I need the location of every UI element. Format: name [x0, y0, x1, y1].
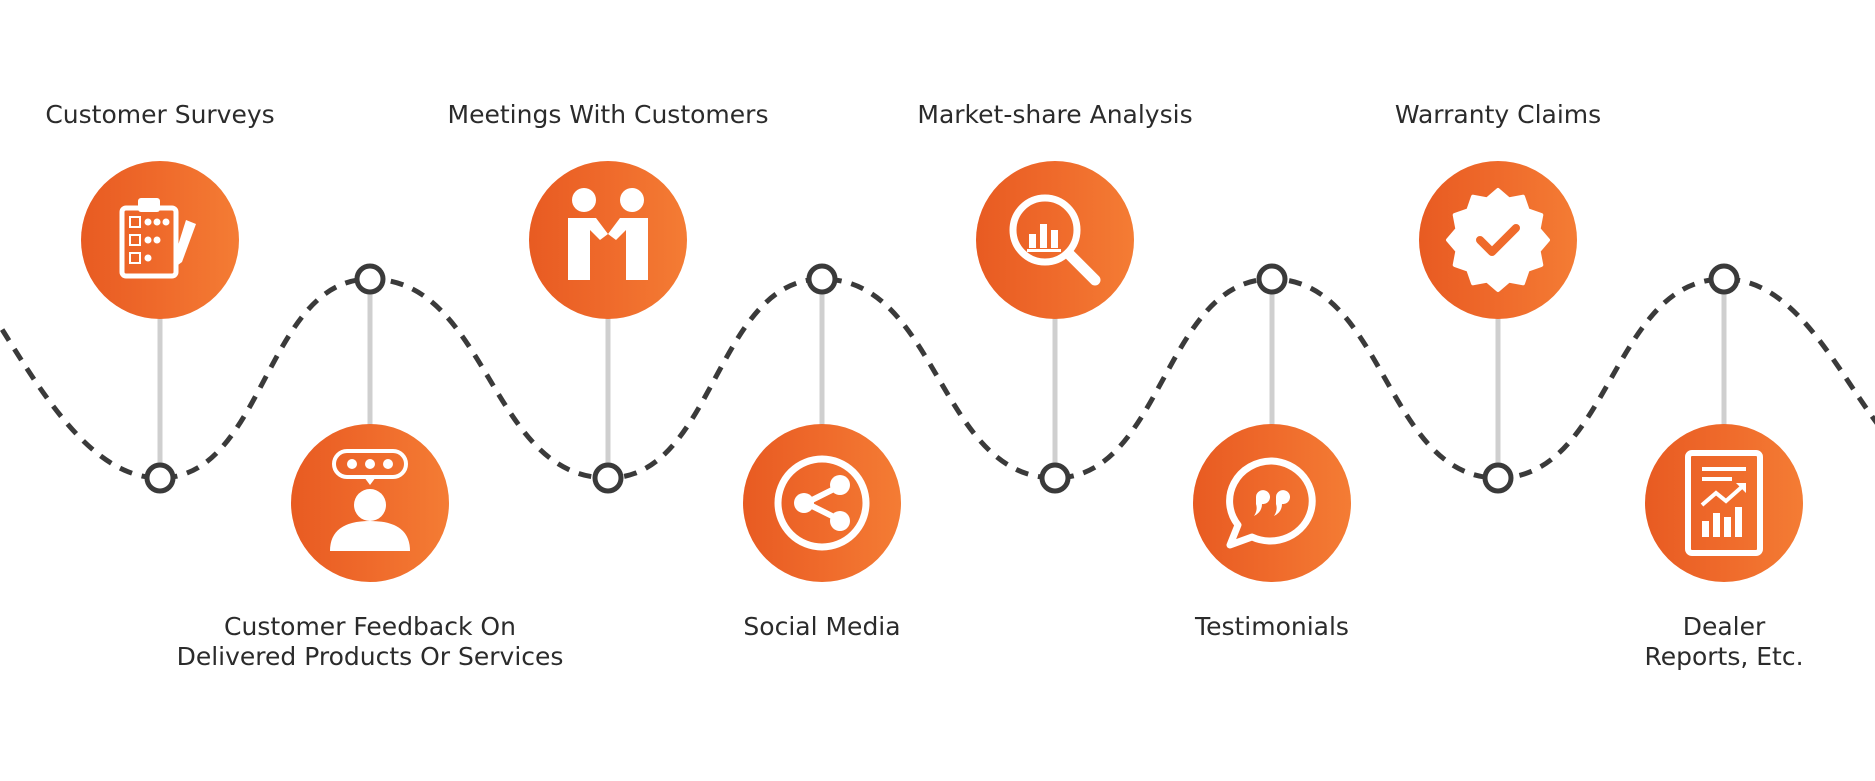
- wave-node: [1482, 462, 1514, 494]
- step-label: Warranty Claims: [1395, 100, 1601, 130]
- step-label-line: Reports, Etc.: [1644, 642, 1804, 671]
- wave-node: [144, 462, 176, 494]
- step-label: Meetings With Customers: [448, 100, 769, 130]
- wave-node: [354, 263, 386, 295]
- wave-node: [1039, 462, 1071, 494]
- step-label-line: Delivered Products Or Services: [176, 642, 564, 671]
- report-chart-icon: [1645, 424, 1803, 582]
- step-label-line: Meetings With Customers: [447, 100, 769, 129]
- step-label: Market-share Analysis: [917, 100, 1192, 130]
- clipboard-checklist-icon: [81, 161, 239, 319]
- step-label-line: Dealer: [1682, 612, 1766, 641]
- step-label-line: Testimonials: [1195, 612, 1349, 641]
- step-label: Customer Surveys: [45, 100, 274, 130]
- step-label: Testimonials: [1195, 612, 1349, 642]
- wave-node: [806, 263, 838, 295]
- step-label-line: Social Media: [743, 612, 901, 641]
- wave-node: [1256, 263, 1288, 295]
- star-rating-person-icon: [291, 424, 449, 582]
- magnifier-chart-icon: [976, 161, 1134, 319]
- step-label-line: Market-share Analysis: [917, 100, 1193, 129]
- step-label: Social Media: [743, 612, 900, 642]
- share-icon: [743, 424, 901, 582]
- step-label-line: Customer Feedback On: [224, 612, 516, 641]
- step-label-line: Warranty Claims: [1394, 100, 1602, 129]
- badge-check-icon: [1419, 161, 1577, 319]
- handshake-people-icon: [529, 161, 687, 319]
- wave-node: [1708, 263, 1740, 295]
- quote-bubble-icon: [1193, 424, 1351, 582]
- step-label-line: Customer Surveys: [45, 100, 275, 129]
- dashed-wave-line: [0, 276, 1875, 481]
- wave-node: [592, 462, 624, 494]
